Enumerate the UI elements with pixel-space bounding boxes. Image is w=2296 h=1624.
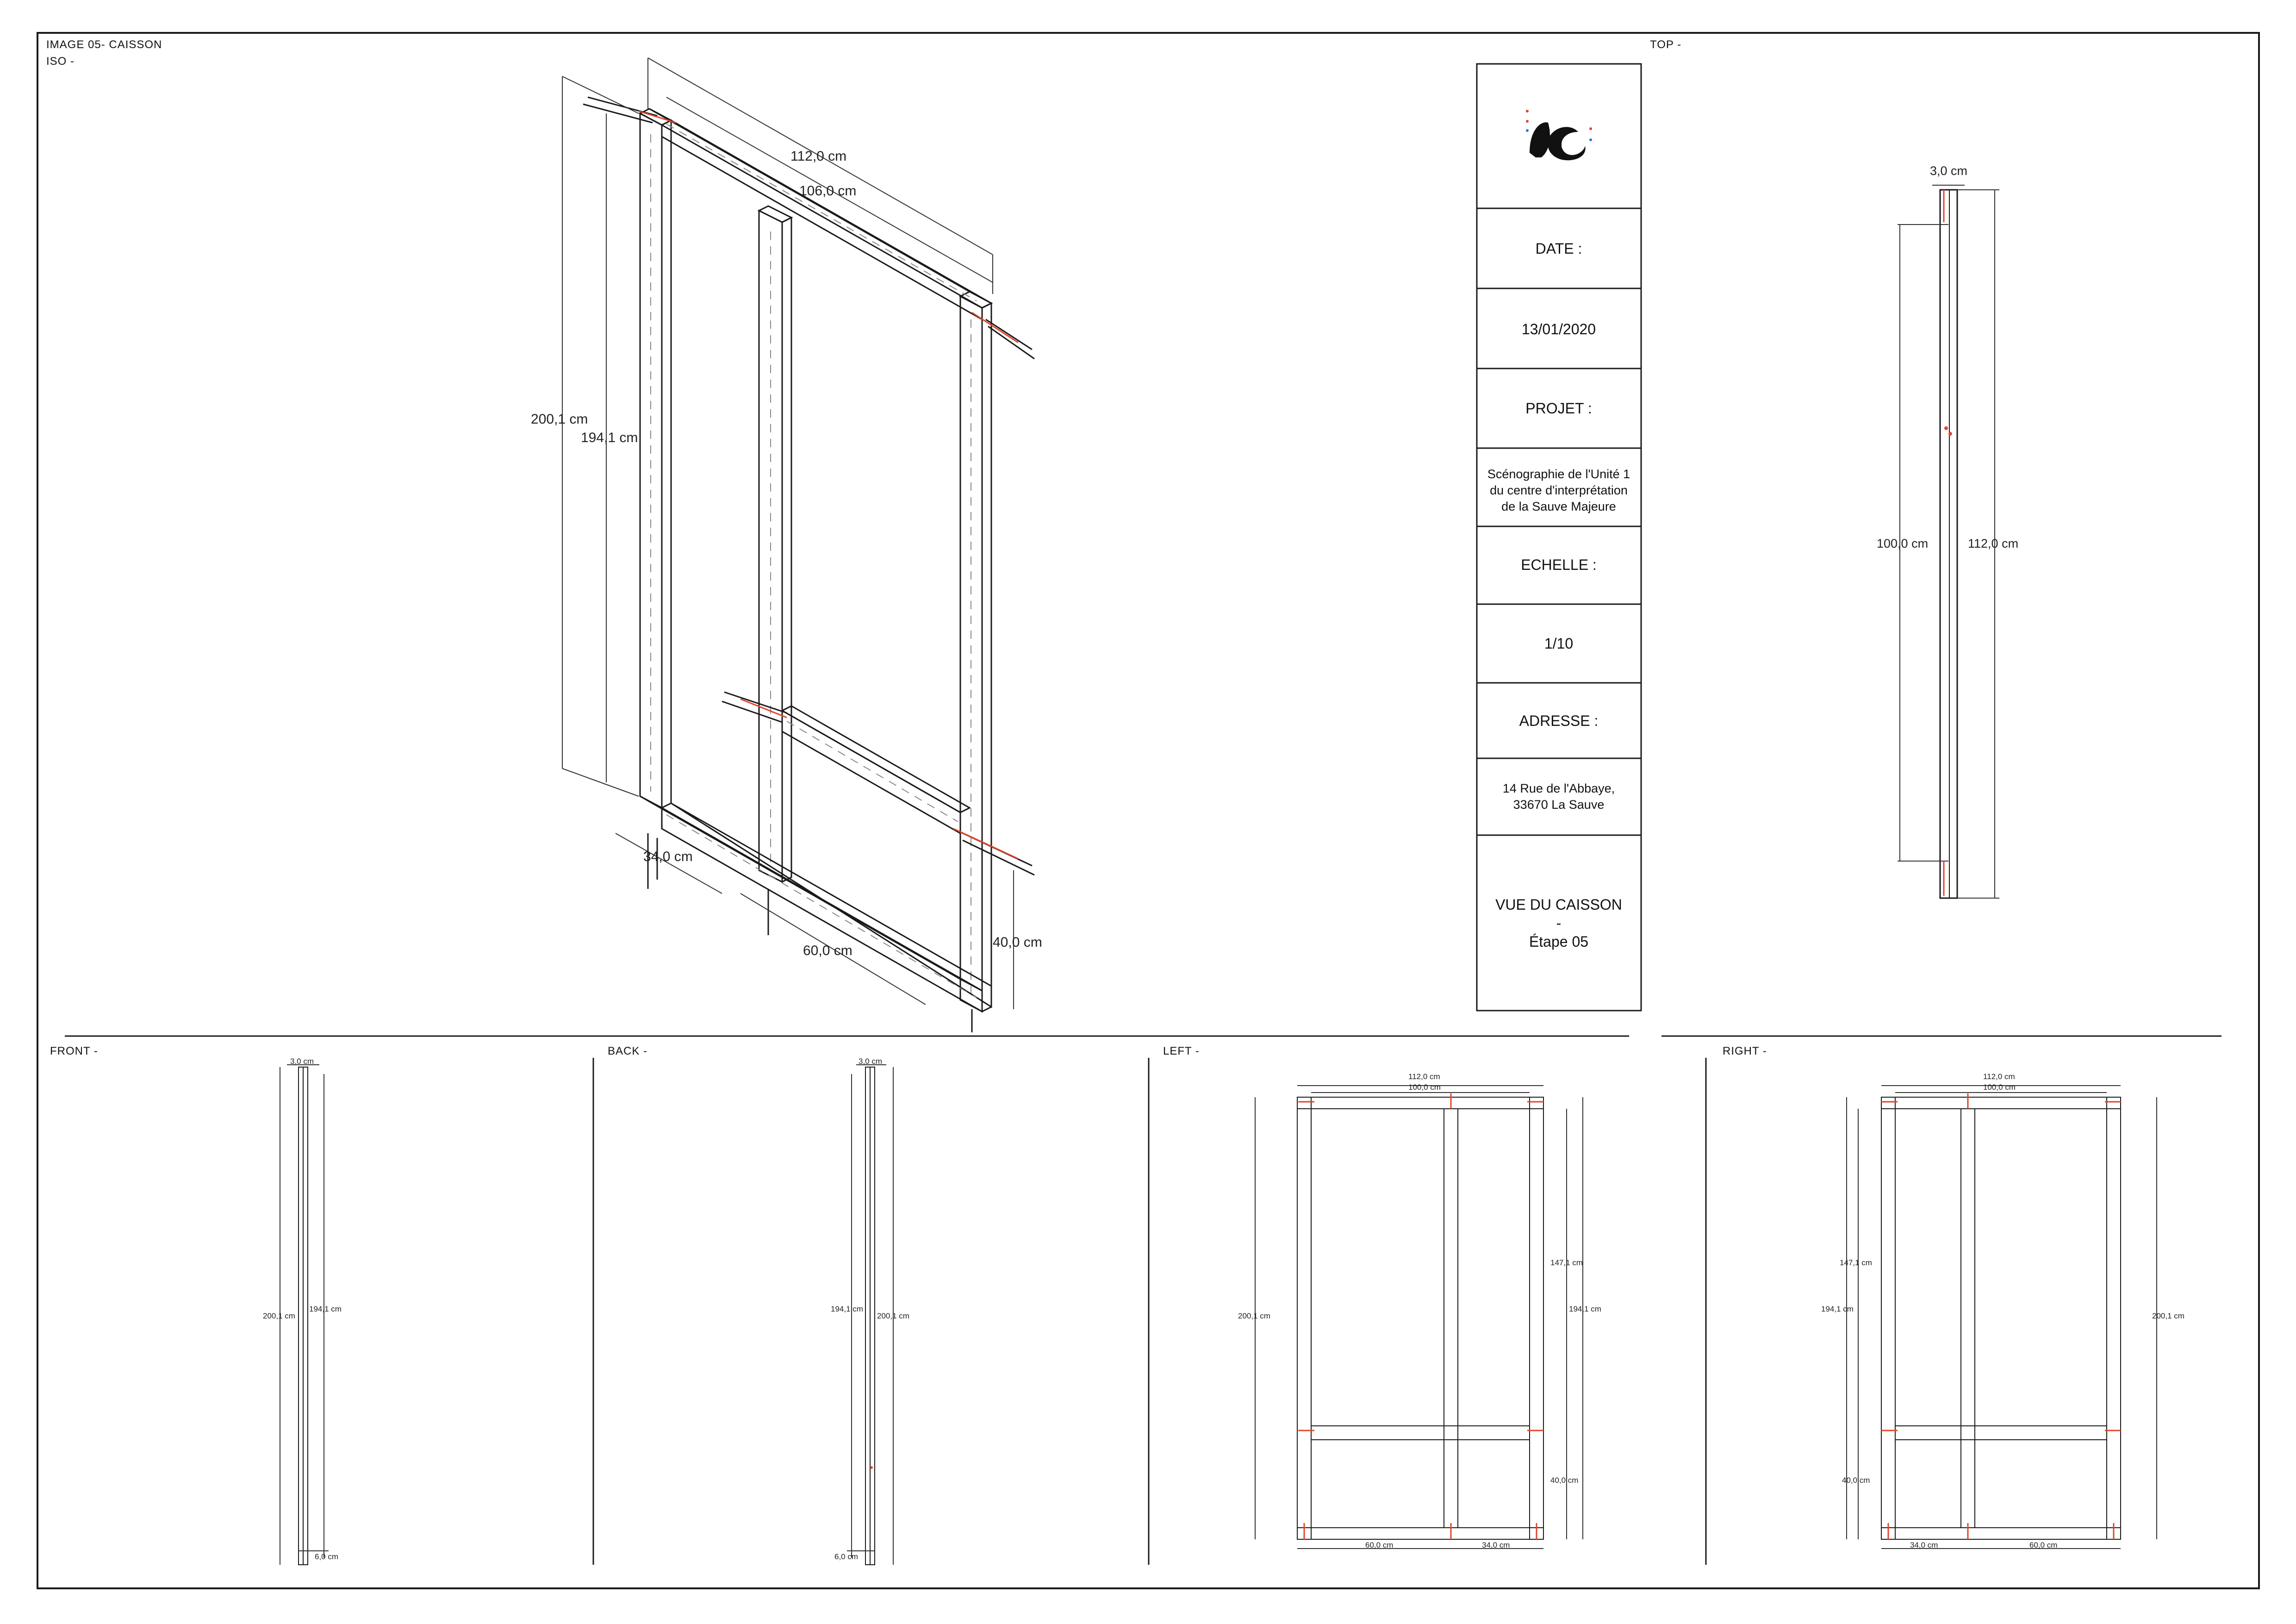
- iso-dim-106: 106,0 cm: [799, 183, 856, 199]
- iso-dim-40: 40,0 cm: [993, 935, 1042, 950]
- view-title-line-1: VUE DU CAISSON: [1495, 896, 1622, 913]
- left-dim-147: 147,1 cm: [1550, 1258, 1583, 1267]
- left-dim-112: 112,0 cm: [1408, 1072, 1440, 1081]
- back-dim-3: 3,0 cm: [859, 1057, 882, 1066]
- iso-view: [638, 108, 993, 1013]
- address-line-2: 33670 La Sauve: [1513, 798, 1605, 812]
- left-view-label: LEFT -: [1163, 1045, 1200, 1057]
- scale-label: ECHELLE :: [1521, 556, 1597, 573]
- right-dim-112: 112,0 cm: [1983, 1072, 2015, 1081]
- top-view: [1898, 185, 1999, 899]
- back-dim-6: 6,0 cm: [834, 1552, 858, 1561]
- iso-screws: [583, 96, 1035, 1032]
- iso-dimensions: [562, 57, 1014, 1009]
- iso-dim-112: 112,0 cm: [790, 149, 846, 164]
- project-label: PROJET :: [1525, 400, 1592, 417]
- front-view-label: FRONT -: [50, 1045, 98, 1057]
- sheet-border: [37, 32, 2260, 1589]
- date-label: DATE :: [1536, 240, 1582, 257]
- scale-value: 1/10: [1544, 635, 1573, 652]
- back-dim-194: 194,1 cm: [831, 1305, 863, 1313]
- left-dim-34: 34,0 cm: [1482, 1541, 1510, 1549]
- right-dim-40: 40,0 cm: [1842, 1476, 1870, 1485]
- front-dim-194: 194,1 cm: [309, 1305, 342, 1313]
- iso-dim-194: 194,1 cm: [581, 430, 638, 445]
- right-dim-200: 200,1 cm: [2152, 1312, 2184, 1320]
- sheet-title: IMAGE 05- CAISSON: [46, 38, 162, 51]
- right-dim-147: 147,1 cm: [1840, 1258, 1872, 1267]
- studio-logo: [1526, 110, 1592, 161]
- left-view-screws: [1298, 1093, 1543, 1539]
- project-line-2: du centre d'interprétation: [1490, 483, 1628, 497]
- top-view-screw-mark-2: [1948, 432, 1952, 436]
- iso-dim-200: 200,1 cm: [531, 412, 588, 427]
- left-dim-194: 194,1 cm: [1569, 1305, 1601, 1313]
- top-dim-100: 100,0 cm: [1877, 537, 1928, 550]
- left-dim-60: 60,0 cm: [1365, 1541, 1393, 1549]
- top-dim-3: 3,0 cm: [1930, 164, 1967, 178]
- back-view-label: BACK -: [608, 1045, 647, 1057]
- right-dim-60: 60,0 cm: [2029, 1541, 2057, 1549]
- top-view-label: TOP -: [1650, 38, 1681, 51]
- right-dim-100: 100,0 cm: [1983, 1083, 2016, 1092]
- iso-dim-34: 34,0 cm: [643, 849, 693, 864]
- iso-cross-rail: [780, 705, 971, 835]
- iso-top-rail: [649, 108, 992, 321]
- address-label: ADRESSE :: [1519, 712, 1599, 729]
- iso-left-member: [638, 108, 673, 809]
- iso-view-label: ISO -: [46, 55, 75, 68]
- title-block: [1476, 63, 1642, 1012]
- right-view-screws: [1881, 1093, 2121, 1539]
- iso-right-member: [958, 291, 993, 1013]
- right-view-label: RIGHT -: [1723, 1045, 1767, 1057]
- back-view-screw-mark: [870, 1466, 873, 1469]
- project-line-3: de la Sauve Majeure: [1501, 500, 1616, 513]
- iso-dim-60: 60,0 cm: [803, 943, 852, 958]
- right-view: [1846, 1085, 2157, 1549]
- right-dim-34: 34,0 cm: [1910, 1541, 1938, 1549]
- back-dim-200: 200,1 cm: [877, 1312, 909, 1320]
- back-view: [847, 1064, 894, 1565]
- left-view: [1255, 1085, 1583, 1549]
- iso-bottom-rail: [640, 795, 992, 1013]
- address-line-1: 14 Rue de l'Abbaye,: [1503, 781, 1615, 795]
- left-dim-100: 100,0 cm: [1408, 1083, 1441, 1092]
- date-value: 13/01/2020: [1522, 321, 1596, 337]
- front-dim-6: 6,0 cm: [315, 1552, 338, 1561]
- front-view: [280, 1064, 329, 1565]
- left-dim-40: 40,0 cm: [1550, 1476, 1578, 1485]
- front-dim-3: 3,0 cm: [290, 1057, 314, 1066]
- top-dim-112: 112,0 cm: [1968, 537, 2018, 550]
- iso-middle-member: [757, 205, 793, 883]
- front-dim-200: 200,1 cm: [263, 1312, 295, 1320]
- right-dim-194: 194,1 cm: [1821, 1305, 1854, 1313]
- top-view-screw-mark: [1944, 426, 1948, 430]
- left-dim-200: 200,1 cm: [1238, 1312, 1270, 1320]
- view-title-line-2: -: [1556, 915, 1562, 931]
- view-title-line-3: Étape 05: [1529, 933, 1588, 950]
- project-line-1: Scénographie de l'Unité 1: [1487, 467, 1630, 481]
